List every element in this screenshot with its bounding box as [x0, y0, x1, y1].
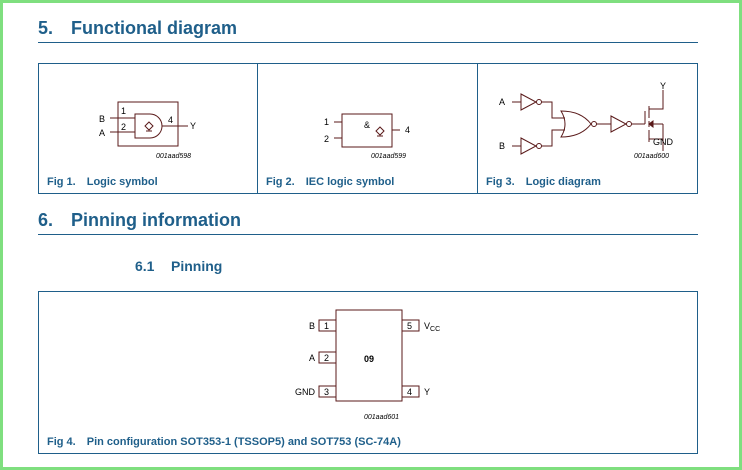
fig-2-title: IEC logic symbol: [305, 176, 395, 188]
fig-3-nor-gate: [560, 110, 592, 138]
fig-1-logic-symbol: B A 1 2 4 Y 001aad598: [99, 101, 196, 160]
fig-3-pin-gnd-label: GND: [653, 137, 674, 147]
fig-4-pin-5-box: [401, 319, 420, 332]
fig-3-inverter-a: [520, 93, 538, 111]
fig-4-pin-y-label: Y: [424, 387, 430, 397]
fig-4-pin-2-box: [318, 351, 337, 364]
section-6-title: Pinning information: [71, 210, 241, 230]
section-5-rule: [38, 42, 698, 43]
fig-3-pin-a-label: A: [499, 97, 505, 107]
section-5-title: Functional diagram: [71, 18, 238, 38]
fig-4-pin-3-box: [318, 385, 337, 398]
fig-2-and-symbol: &: [364, 120, 370, 130]
fig-4-pin-1-number: 1: [324, 321, 329, 331]
fig-4-pin-5-number: 5: [407, 321, 412, 331]
fig-3-label: Fig 3.: [486, 176, 515, 188]
fig-3-box: [477, 63, 698, 194]
fig-1-label: Fig 1.: [47, 176, 76, 188]
fig-4-caption: Fig 4. Pin configuration SOT353-1 (TSSOP5…: [47, 436, 401, 448]
section-6-heading: 6. Pinning information: [38, 210, 241, 231]
fig-4-pin-4-number: 4: [407, 387, 412, 397]
fig-1-pin-4-number: 4: [168, 115, 173, 125]
fig-2-label: Fig 2.: [266, 176, 295, 188]
fig-3-pin-y-label: Y: [660, 81, 666, 91]
section-5-number: 5.: [38, 18, 54, 38]
fig-4-pin-4-box: [401, 385, 420, 398]
fig-1-pin-y-label: Y: [190, 121, 196, 131]
fig-3-title: Logic diagram: [525, 176, 601, 188]
fig-4-pin-vcc-subscript: CC: [430, 326, 440, 333]
fig-3-inverter-b: [520, 137, 538, 155]
fig-4-box: [38, 291, 698, 454]
fig-2-outline: [341, 113, 393, 148]
fig-3-logic-diagram: A B Y GND 001aad600: [499, 81, 674, 160]
fig-2-open-drain-symbol: [375, 126, 385, 136]
fig-4-pin-3-number: 3: [324, 387, 329, 397]
fig-4-title: Pin configuration SOT353-1 (TSSOP5) and …: [86, 436, 401, 448]
fig-4-pin-1-box: [318, 319, 337, 332]
fig-1-caption: Fig 1. Logic symbol: [47, 176, 158, 188]
fig-4-pin-a-label: A: [309, 353, 315, 363]
fig-2-pin-1-number: 1: [324, 117, 329, 127]
fig-3-code: 001aad600: [634, 153, 669, 160]
section-5-heading: 5. Functional diagram: [38, 18, 237, 39]
fig-1-open-drain-symbol: [144, 121, 154, 131]
section-6-1-title: Pinning: [171, 258, 223, 274]
fig-2-pin-4-number: 4: [405, 125, 410, 135]
fig-4-label: Fig 4.: [47, 436, 76, 448]
fig-1-title: Logic symbol: [86, 176, 158, 188]
fig-1-pin-2-number: 2: [121, 122, 126, 132]
fig-4-pin-b-label: B: [309, 321, 315, 331]
fig-2-pin-2-number: 2: [324, 134, 329, 144]
fig-4-chip-marking: 09: [364, 354, 374, 364]
fig-2-caption: Fig 2. IEC logic symbol: [266, 176, 394, 188]
fig-1-and-gate: [134, 113, 163, 139]
fig-4-pin-configuration: 1 2 3 5 4 B A GND VCC Y 09 001aad601: [295, 309, 440, 421]
fig-1-pin-1-number: 1: [121, 106, 126, 116]
section-6-number: 6.: [38, 210, 54, 230]
fig-2-iec-symbol: 1 2 & 4 001aad599: [324, 113, 410, 160]
fig-3-pin-b-label: B: [499, 141, 505, 151]
section-6-1-heading: 6.1 Pinning: [135, 258, 222, 274]
fig-1-pin-b-label: B: [99, 114, 105, 124]
fig-1-pin-a-label: A: [99, 128, 105, 138]
section-6-rule: [38, 234, 698, 235]
section-6-1-number: 6.1: [135, 258, 155, 274]
fig-2-code: 001aad599: [371, 153, 406, 160]
fig-4-code: 001aad601: [364, 414, 399, 421]
fig-4-pin-2-number: 2: [324, 353, 329, 363]
fig-3-caption: Fig 3. Logic diagram: [486, 176, 601, 188]
fig-1-outline: [117, 101, 179, 147]
fig-4-pin-gnd-label: GND: [295, 387, 316, 397]
fig-1-code: 001aad598: [156, 153, 191, 160]
fig-3-drain: [649, 90, 664, 110]
fig-4-pin-vcc-label: VCC: [424, 321, 440, 333]
fig-3-inverter-out: [610, 115, 628, 133]
